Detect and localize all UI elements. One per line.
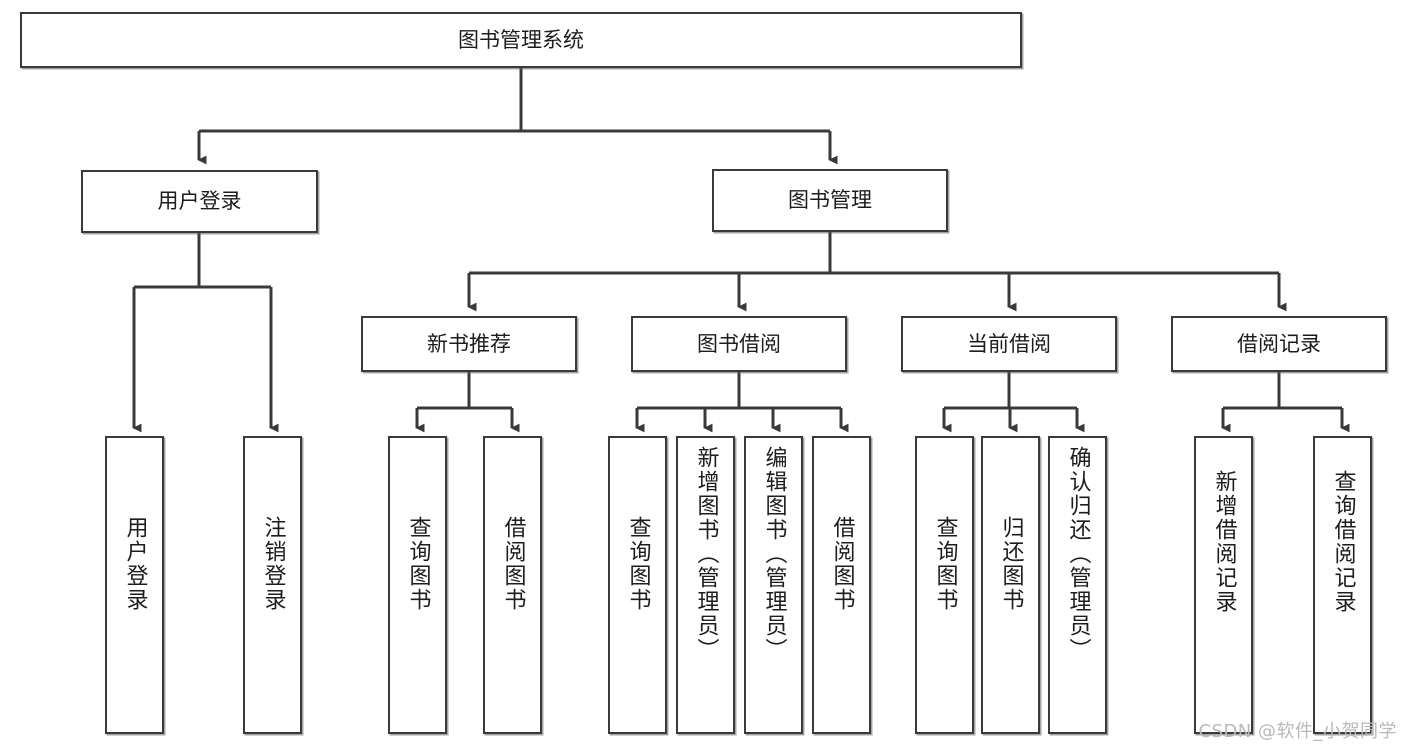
leaf-query-book-borrow[interactable]: 查询图书	[608, 436, 667, 734]
node-book-management[interactable]: 图书管理	[712, 169, 948, 232]
leaf-query-book-borrow-label: 查询图书	[625, 516, 651, 612]
node-user-login-label: 用户登录	[157, 189, 242, 214]
leaf-edit-book-admin-label: 编辑图书（管理员）	[761, 446, 787, 662]
leaf-return-book-label: 归还图书	[998, 516, 1024, 612]
leaf-query-book-recommend-label: 查询图书	[405, 516, 431, 612]
leaf-borrow-book[interactable]: 借阅图书	[812, 436, 871, 734]
node-book-management-label: 图书管理	[788, 188, 872, 213]
leaf-user-login-label: 用户登录	[122, 516, 148, 612]
leaf-user-login[interactable]: 用户登录	[105, 436, 164, 734]
node-book-borrow-label: 图书借阅	[697, 331, 781, 356]
leaf-add-book-admin-label: 新增图书（管理员）	[693, 446, 719, 662]
node-root-label: 图书管理系统	[458, 27, 584, 52]
node-user-login[interactable]: 用户登录	[81, 170, 318, 233]
leaf-add-borrow-record-label: 新增借阅记录	[1211, 470, 1237, 614]
leaf-query-book-current[interactable]: 查询图书	[915, 436, 974, 734]
node-new-book-recommend-label: 新书推荐	[427, 331, 511, 356]
leaf-borrow-book-recommend-label: 借阅图书	[500, 516, 526, 612]
node-book-borrow[interactable]: 图书借阅	[631, 316, 847, 372]
leaf-query-book-current-label: 查询图书	[932, 516, 958, 612]
leaf-add-book-admin[interactable]: 新增图书（管理员）	[676, 436, 735, 734]
node-borrow-record-label: 借阅记录	[1237, 331, 1321, 356]
leaf-edit-book-admin[interactable]: 编辑图书（管理员）	[744, 436, 803, 734]
leaf-borrow-book-label: 借阅图书	[829, 516, 855, 612]
watermark: CSDN @软件_小贺同学	[1198, 721, 1397, 742]
node-borrow-record[interactable]: 借阅记录	[1171, 316, 1387, 372]
leaf-query-borrow-record[interactable]: 查询借阅记录	[1313, 436, 1372, 734]
leaf-query-book-recommend[interactable]: 查询图书	[388, 436, 447, 734]
node-current-borrow[interactable]: 当前借阅	[901, 316, 1117, 372]
leaf-query-borrow-record-label: 查询借阅记录	[1330, 470, 1356, 614]
leaf-logout[interactable]: 注销登录	[243, 436, 302, 734]
leaf-borrow-book-recommend[interactable]: 借阅图书	[483, 436, 542, 734]
node-root[interactable]: 图书管理系统	[20, 12, 1022, 68]
leaf-return-book[interactable]: 归还图书	[981, 436, 1040, 734]
node-current-borrow-label: 当前借阅	[967, 331, 1051, 356]
leaf-confirm-return-admin[interactable]: 确认归还（管理员）	[1048, 436, 1107, 734]
leaf-confirm-return-admin-label: 确认归还（管理员）	[1065, 446, 1091, 662]
node-new-book-recommend[interactable]: 新书推荐	[361, 316, 577, 372]
leaf-add-borrow-record[interactable]: 新增借阅记录	[1194, 436, 1253, 734]
leaf-logout-label: 注销登录	[260, 516, 286, 612]
